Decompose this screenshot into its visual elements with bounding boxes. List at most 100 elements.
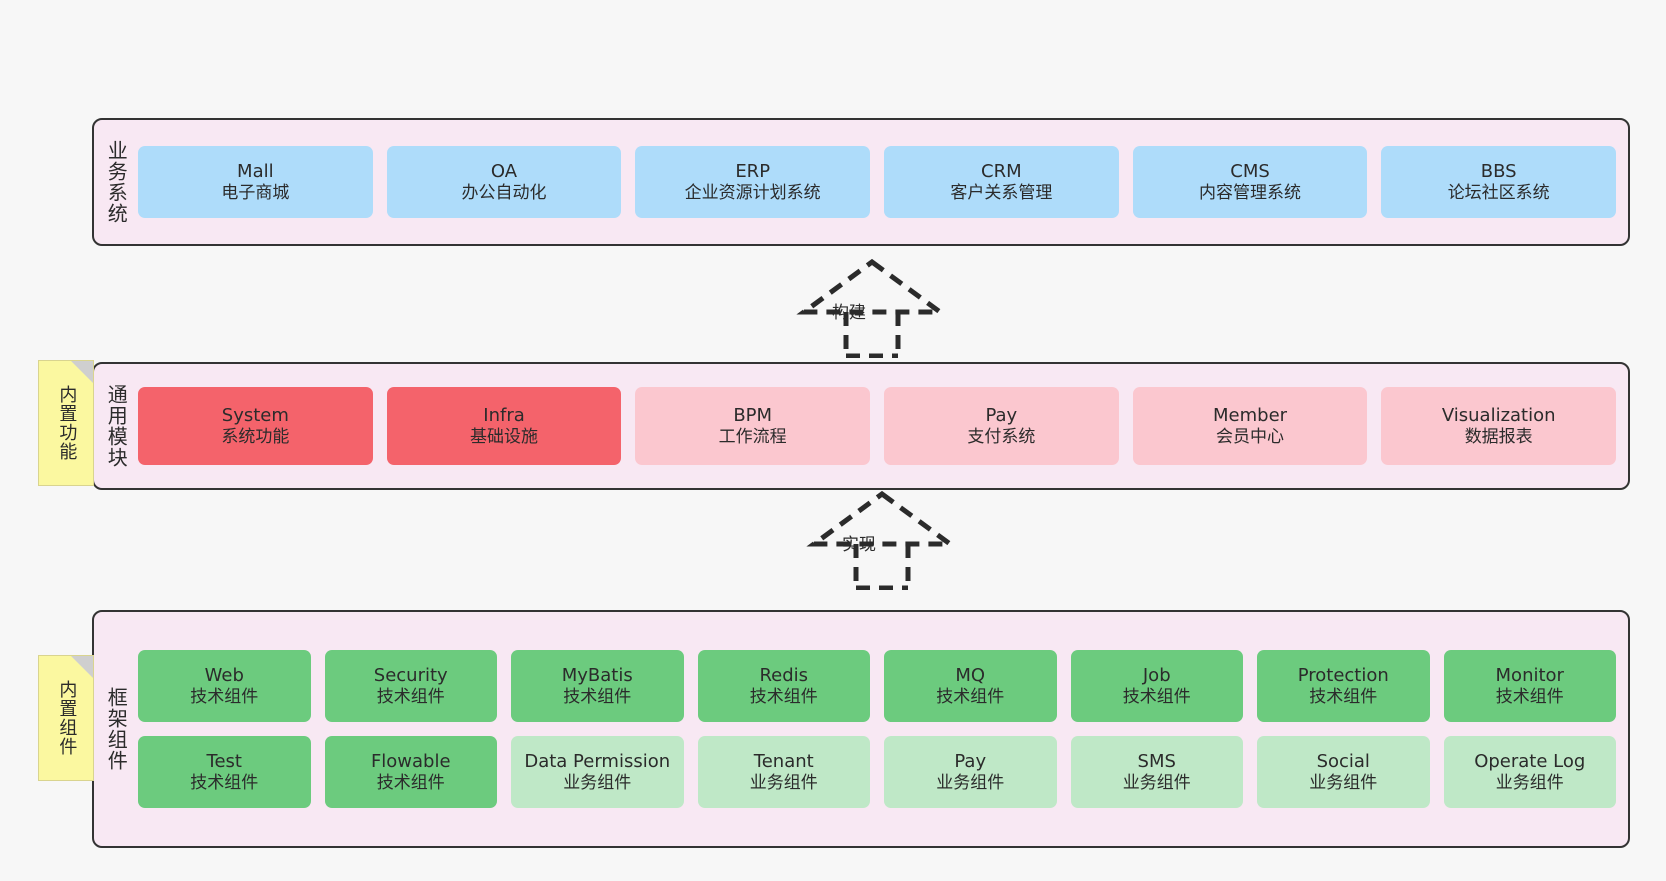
card-pay-module[interactable]: Pay 支付系统 — [884, 387, 1119, 465]
card-mybatis[interactable]: MyBatis 技术组件 — [511, 650, 684, 722]
card-system-sub: 系统功能 — [221, 426, 290, 447]
card-data-permission-name: Data Permission — [524, 750, 671, 772]
card-system-name: System — [221, 404, 289, 426]
card-tenant[interactable]: Tenant 业务组件 — [697, 736, 870, 808]
card-pay-component[interactable]: Pay 业务组件 — [884, 736, 1057, 808]
card-flowable[interactable]: Flowable 技术组件 — [324, 736, 497, 808]
card-job-sub: 技术组件 — [1122, 686, 1191, 707]
card-oa-sub: 办公自动化 — [461, 182, 547, 203]
note-builtin-component: 内置组件 — [38, 655, 94, 781]
card-crm[interactable]: CRM 客户关系管理 — [884, 146, 1119, 218]
card-redis-name: Redis — [759, 664, 809, 686]
card-mall[interactable]: Mall 电子商城 — [138, 146, 373, 218]
card-social-sub: 业务组件 — [1309, 772, 1378, 793]
card-member[interactable]: Member 会员中心 — [1132, 387, 1368, 465]
card-job[interactable]: Job 技术组件 — [1070, 650, 1243, 722]
card-visualization-name: Visualization — [1441, 404, 1556, 426]
note-builtin-component-text: 内置组件 — [56, 680, 78, 756]
card-infra[interactable]: Infra 基础设施 — [386, 387, 622, 465]
layer-business-systems-body: Mall 电子商城 OA 办公自动化 ERP 企业资源计划系统 CRM 客户关系… — [138, 120, 1628, 244]
note-builtin-function: 内置功能 — [38, 360, 94, 486]
card-crm-sub: 客户关系管理 — [950, 182, 1053, 203]
layer-business-systems: 业务系统 Mall 电子商城 OA 办公自动化 ERP 企业资源计划系统 CRM… — [92, 118, 1630, 246]
card-mybatis-name: MyBatis — [561, 664, 633, 686]
card-security[interactable]: Security 技术组件 — [324, 650, 497, 722]
note-fold-corner-icon — [71, 361, 93, 383]
card-oa-name: OA — [490, 160, 518, 182]
card-erp-name: ERP — [735, 160, 771, 182]
card-data-permission[interactable]: Data Permission 业务组件 — [511, 736, 684, 808]
card-system[interactable]: System 系统功能 — [138, 387, 373, 465]
card-mq-name: MQ — [955, 664, 986, 686]
card-test-name: Test — [206, 750, 242, 772]
card-social-name: Social — [1316, 750, 1370, 772]
connector-implement-arrow-icon — [806, 490, 958, 591]
card-pay-component-sub: 业务组件 — [936, 772, 1005, 793]
card-tenant-sub: 业务组件 — [749, 772, 818, 793]
card-cms[interactable]: CMS 内容管理系统 — [1132, 146, 1368, 218]
card-visualization-sub: 数据报表 — [1464, 426, 1533, 447]
note-builtin-function-text: 内置功能 — [56, 385, 78, 461]
card-cms-sub: 内容管理系统 — [1199, 182, 1302, 203]
card-pay-component-name: Pay — [954, 750, 987, 772]
card-monitor-name: Monitor — [1495, 664, 1564, 686]
connector-implement-label: 实现 — [842, 535, 876, 555]
card-protection[interactable]: Protection 技术组件 — [1257, 650, 1430, 722]
card-pay-module-sub: 支付系统 — [967, 426, 1036, 447]
card-flowable-name: Flowable — [370, 750, 451, 772]
card-security-sub: 技术组件 — [376, 686, 445, 707]
card-member-name: Member — [1213, 404, 1288, 426]
card-operate-log-name: Operate Log — [1474, 750, 1586, 772]
card-infra-sub: 基础设施 — [470, 426, 538, 447]
card-monitor-sub: 技术组件 — [1495, 686, 1564, 707]
connector-implement: 实现 — [800, 490, 960, 591]
common-modules-row: System 系统功能 Infra 基础设施 BPM 工作流程 Pay 支付系统… — [138, 387, 1617, 465]
layer-business-systems-title: 业务系统 — [104, 140, 129, 224]
card-crm-name: CRM — [981, 160, 1022, 182]
layer-common-modules-title: 通用模块 — [104, 384, 129, 468]
card-redis-sub: 技术组件 — [749, 686, 818, 707]
connector-build-label: 构建 — [832, 303, 866, 323]
card-sms-sub: 业务组件 — [1122, 772, 1191, 793]
card-bpm-sub: 工作流程 — [718, 426, 787, 447]
card-protection-name: Protection — [1297, 664, 1389, 686]
card-pay-module-name: Pay — [985, 404, 1018, 426]
card-infra-name: Infra — [483, 404, 525, 426]
framework-tech-row: Web 技术组件 Security 技术组件 MyBatis 技术组件 Redi… — [138, 650, 1616, 722]
card-social[interactable]: Social 业务组件 — [1257, 736, 1430, 808]
card-monitor[interactable]: Monitor 技术组件 — [1443, 650, 1616, 722]
card-flowable-sub: 技术组件 — [376, 772, 445, 793]
card-mybatis-sub: 技术组件 — [563, 686, 632, 707]
card-oa[interactable]: OA 办公自动化 — [386, 146, 622, 218]
business-systems-row: Mall 电子商城 OA 办公自动化 ERP 企业资源计划系统 CRM 客户关系… — [138, 146, 1617, 218]
card-sms[interactable]: SMS 业务组件 — [1070, 736, 1243, 808]
card-erp[interactable]: ERP 企业资源计划系统 — [635, 146, 871, 218]
connector-build-arrow-icon — [796, 258, 948, 359]
card-mq[interactable]: MQ 技术组件 — [884, 650, 1057, 722]
card-test-sub: 技术组件 — [190, 772, 259, 793]
card-operate-log[interactable]: Operate Log 业务组件 — [1443, 736, 1616, 808]
framework-biz-row: Test 技术组件 Flowable 技术组件 Data Permission … — [138, 736, 1616, 808]
card-web-sub: 技术组件 — [190, 686, 259, 707]
card-protection-sub: 技术组件 — [1309, 686, 1378, 707]
note-fold-corner-icon — [71, 656, 93, 678]
card-bbs[interactable]: BBS 论坛社区系统 — [1381, 146, 1617, 218]
layer-common-modules-body: System 系统功能 Infra 基础设施 BPM 工作流程 Pay 支付系统… — [138, 364, 1628, 488]
card-tenant-name: Tenant — [753, 750, 814, 772]
card-data-permission-sub: 业务组件 — [563, 772, 632, 793]
card-operate-log-sub: 业务组件 — [1495, 772, 1564, 793]
card-bpm[interactable]: BPM 工作流程 — [635, 387, 871, 465]
card-web[interactable]: Web 技术组件 — [138, 650, 311, 722]
card-mall-sub: 电子商城 — [221, 182, 290, 203]
card-cms-name: CMS — [1230, 160, 1270, 182]
card-web-name: Web — [204, 664, 244, 686]
card-test[interactable]: Test 技术组件 — [138, 736, 311, 808]
card-visualization[interactable]: Visualization 数据报表 — [1381, 387, 1617, 465]
card-bbs-name: BBS — [1480, 160, 1517, 182]
card-bpm-name: BPM — [733, 404, 773, 426]
layer-framework-components: 框架组件 Web 技术组件 Security 技术组件 MyBatis 技术组件… — [92, 610, 1630, 848]
card-job-name: Job — [1142, 664, 1171, 686]
card-sms-name: SMS — [1137, 750, 1176, 772]
card-redis[interactable]: Redis 技术组件 — [697, 650, 870, 722]
